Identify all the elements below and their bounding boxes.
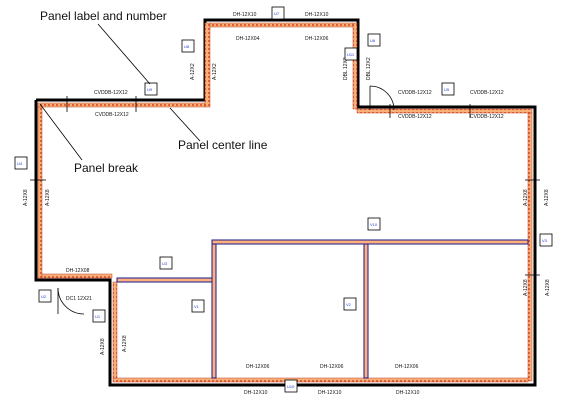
tag-dbl-ext-1: DBL 12X3 bbox=[343, 57, 349, 80]
tag-vert-a1: A-12X2 bbox=[190, 63, 196, 80]
tag-right-v3: A-12X8 bbox=[523, 279, 529, 296]
tag-left-top-1: CVDDB-12X12 bbox=[94, 90, 128, 96]
marker-m7: V3 bbox=[542, 238, 548, 243]
tag-bot-1: DH-12X06 bbox=[246, 364, 270, 370]
exterior-walls bbox=[34, 18, 537, 387]
tag-lower-v2: A-12X8 bbox=[122, 335, 128, 352]
callout-panel-center-line: Panel center line bbox=[178, 138, 268, 152]
tag-right-v4: A-12X8 bbox=[545, 279, 551, 296]
marker-m5: U5 bbox=[444, 87, 450, 92]
panel-breaks bbox=[30, 96, 540, 276]
marker-m10: U2 bbox=[41, 294, 47, 299]
marker-m12: V1 bbox=[194, 304, 200, 309]
marker-m13: V2 bbox=[346, 302, 352, 307]
callout-panel-break: Panel break bbox=[74, 161, 139, 175]
interior-walls bbox=[116, 239, 529, 379]
marker-m1: U7 bbox=[274, 11, 280, 16]
tag-dh1204-top: DH-12X04 bbox=[236, 36, 260, 42]
tag-door-top: DH-12X08 bbox=[66, 268, 90, 274]
marker-m6: U4 bbox=[17, 161, 23, 166]
wall-tags: DH-12X10 DH-12X10 DH-12X04 DH-12X06 CVDD… bbox=[23, 12, 551, 396]
marker-m14: U10 bbox=[287, 384, 295, 389]
tag-right-top-4: CVDDB-12X12 bbox=[470, 114, 504, 120]
tag-bot-3: DH-12X06 bbox=[395, 364, 419, 370]
tag-left-v2: A-12X8 bbox=[45, 189, 51, 206]
tag-right-top-2: CVDDB-12X12 bbox=[470, 90, 504, 96]
tag-vert-a2: A-12X2 bbox=[212, 63, 218, 80]
marker-m4: U9 bbox=[147, 87, 153, 92]
tag-right-top-1: CVDDB-12X12 bbox=[398, 90, 432, 96]
marker-m9: U3 bbox=[162, 261, 168, 266]
marker-m3: U6 bbox=[370, 38, 376, 43]
tag-bot-6: DH-12X10 bbox=[396, 390, 420, 396]
tag-door-label: DC1 12X21 bbox=[66, 296, 92, 302]
callout-panel-label: Panel label and number bbox=[40, 9, 167, 23]
tag-left-top-2: CVDDB-12X12 bbox=[95, 112, 129, 118]
marker-m8: V10 bbox=[370, 222, 378, 227]
tag-lower-v1: A-12X8 bbox=[100, 338, 106, 355]
tag-left-v1: A-12X8 bbox=[23, 189, 29, 206]
wall-panels bbox=[37, 22, 533, 383]
tag-right-v2: A-12X8 bbox=[544, 189, 550, 206]
door-swings bbox=[57, 85, 395, 315]
tag-dh1210-top-b: DH-12X10 bbox=[305, 12, 329, 18]
tag-bot-2: DH-12X06 bbox=[320, 364, 344, 370]
marker-m2: U8 bbox=[184, 44, 190, 49]
marker-m11: U1 bbox=[95, 314, 101, 319]
panel-markers: U7 U8 U6 U9 U5 U4 V3 V10 U3 U2 U1 V1 V2 … bbox=[14, 6, 553, 393]
tag-bot-4: DH-12X10 bbox=[244, 390, 268, 396]
tag-right-v1: A-12X8 bbox=[523, 189, 529, 206]
tag-dh1210-top: DH-12X10 bbox=[233, 12, 257, 18]
marker-m15: U11 bbox=[347, 52, 355, 57]
tag-dh1206-top: DH-12X06 bbox=[305, 36, 329, 42]
tag-bot-5: DH-12X10 bbox=[318, 390, 342, 396]
tag-dbl-ext-2: DBL 12X2 bbox=[366, 57, 372, 80]
tag-right-top-3: CVDDB-12X12 bbox=[398, 114, 432, 120]
callout-leaders bbox=[39, 23, 201, 161]
